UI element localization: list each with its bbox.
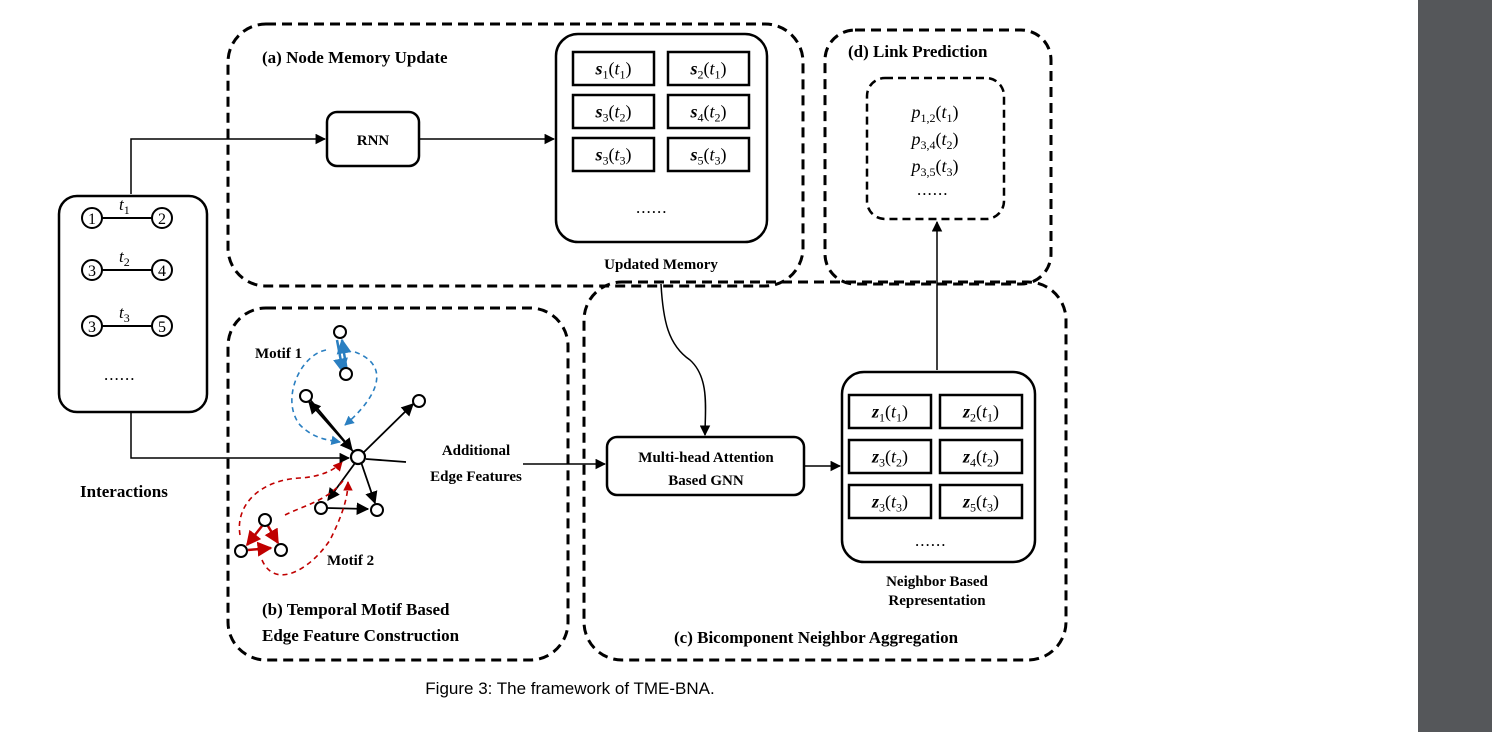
predictions-box	[865, 76, 1006, 221]
representation-cell	[847, 393, 933, 430]
memory-cell-label: s5(t3)	[689, 145, 726, 168]
node-4: 4	[158, 263, 166, 280]
panel-a-title: (a) Node Memory Update	[262, 48, 448, 67]
arrow-memory-to-gnn	[660, 283, 711, 437]
gnn-label-line2: Based GNN	[668, 473, 744, 489]
representation-cell	[938, 438, 1024, 475]
representation-cell-label: z5(t3)	[962, 492, 999, 515]
time-label: t	[119, 247, 125, 266]
interactions-more: ......	[104, 365, 136, 384]
panel-d-title: (d) Link Prediction	[848, 42, 988, 61]
representation-cell-label: z3(t2)	[871, 447, 908, 470]
panel-d-border	[823, 28, 1053, 286]
memory-cell-label: s3(t2)	[594, 102, 631, 125]
memory-cell-label: s1(t1)	[594, 59, 631, 82]
framework-diagram: (a) Node Memory Update (b) Temporal Moti…	[57, 22, 1068, 662]
panel-c-title: (c) Bicomponent Neighbor Aggregation	[674, 628, 959, 647]
node-3: 3	[88, 263, 96, 280]
panel-b-title-line2: Edge Feature Construction	[262, 626, 460, 645]
edge-features-line2: Edge Features	[430, 469, 522, 485]
svg-text:t3: t3	[119, 303, 130, 325]
side-scroll-panel	[1418, 0, 1492, 732]
memory-container	[554, 32, 769, 244]
memory-cell	[571, 136, 656, 173]
interaction-pair-2: 3 4 t2	[81, 247, 173, 281]
panel-b-border	[226, 306, 570, 662]
memory-cell	[666, 50, 751, 87]
gnn-label-line1: Multi-head Attention	[638, 450, 774, 466]
arrow-interactions-to-motif	[130, 412, 351, 464]
interactions-label: Interactions	[80, 482, 168, 501]
memory-cell	[666, 136, 751, 173]
representation-label-line1: Neighbor Based	[886, 574, 988, 590]
representation-cell-label: z2(t1)	[962, 402, 999, 425]
diagram-svg: (a) Node Memory Update (b) Temporal Moti…	[57, 22, 1068, 662]
interaction-pair-1: 1 2 t1	[81, 195, 173, 229]
memory-cell-label: s4(t2)	[689, 102, 726, 125]
memory-more: ......	[636, 198, 668, 217]
memory-cell	[666, 93, 751, 130]
node-5: 5	[158, 319, 166, 336]
memory-cells: s1(t1) s2(t1) s3(t2) s4(t2) s3(t3) s5(t3)	[571, 50, 751, 173]
prediction-item: p3,4(t2)	[909, 129, 958, 152]
interaction-pair-3: 3 5 t3	[81, 303, 173, 337]
representation-container	[840, 370, 1037, 564]
prediction-item: p3,5(t3)	[909, 156, 958, 179]
predictions-more: ......	[917, 180, 949, 199]
memory-cell-label: s2(t1)	[689, 59, 726, 82]
time-label: t	[119, 195, 125, 214]
representation-cell-label: z3(t3)	[871, 492, 908, 515]
representation-cell	[847, 438, 933, 475]
memory-cell	[571, 93, 656, 130]
motif-1-label: Motif 1	[255, 346, 302, 362]
time-label: t	[119, 303, 125, 322]
node-2: 2	[158, 211, 166, 228]
svg-text:t2: t2	[119, 247, 130, 269]
motif-2-label: Motif 2	[327, 553, 374, 569]
motif-graph	[234, 325, 426, 576]
edge-features-line1: Additional	[442, 443, 510, 459]
svg-text:t1: t1	[119, 195, 130, 217]
prediction-list: p1,2(t1) p3,4(t2) p3,5(t3)	[909, 102, 958, 179]
memory-label: Updated Memory	[604, 257, 718, 273]
figure-caption: Figure 3: The framework of TME-BNA.	[425, 679, 715, 698]
memory-cell-label: s3(t3)	[594, 145, 631, 168]
prediction-item: p1,2(t1)	[909, 102, 958, 125]
node-3b: 3	[88, 319, 96, 336]
representation-cell-label: z1(t1)	[871, 402, 908, 425]
rnn-label: RNN	[357, 133, 390, 149]
memory-cell	[571, 50, 656, 87]
representation-cell	[847, 483, 933, 520]
node-1: 1	[88, 211, 96, 228]
arrow-interactions-to-rnn	[130, 133, 327, 194]
interactions-box	[57, 194, 209, 414]
representation-label-line2: Representation	[888, 593, 986, 609]
panel-c-border	[582, 280, 1068, 662]
representation-more: ......	[915, 531, 947, 550]
representation-cell-label: z4(t2)	[962, 447, 999, 470]
panel-a-border	[226, 22, 805, 288]
representation-cell	[938, 483, 1024, 520]
panel-b-title-line1: (b) Temporal Motif Based	[262, 600, 450, 619]
representation-cell	[938, 393, 1024, 430]
representation-cells: z1(t1) z2(t1) z3(t2) z4(t2) z3(t3) z5(t3)	[847, 393, 1024, 520]
